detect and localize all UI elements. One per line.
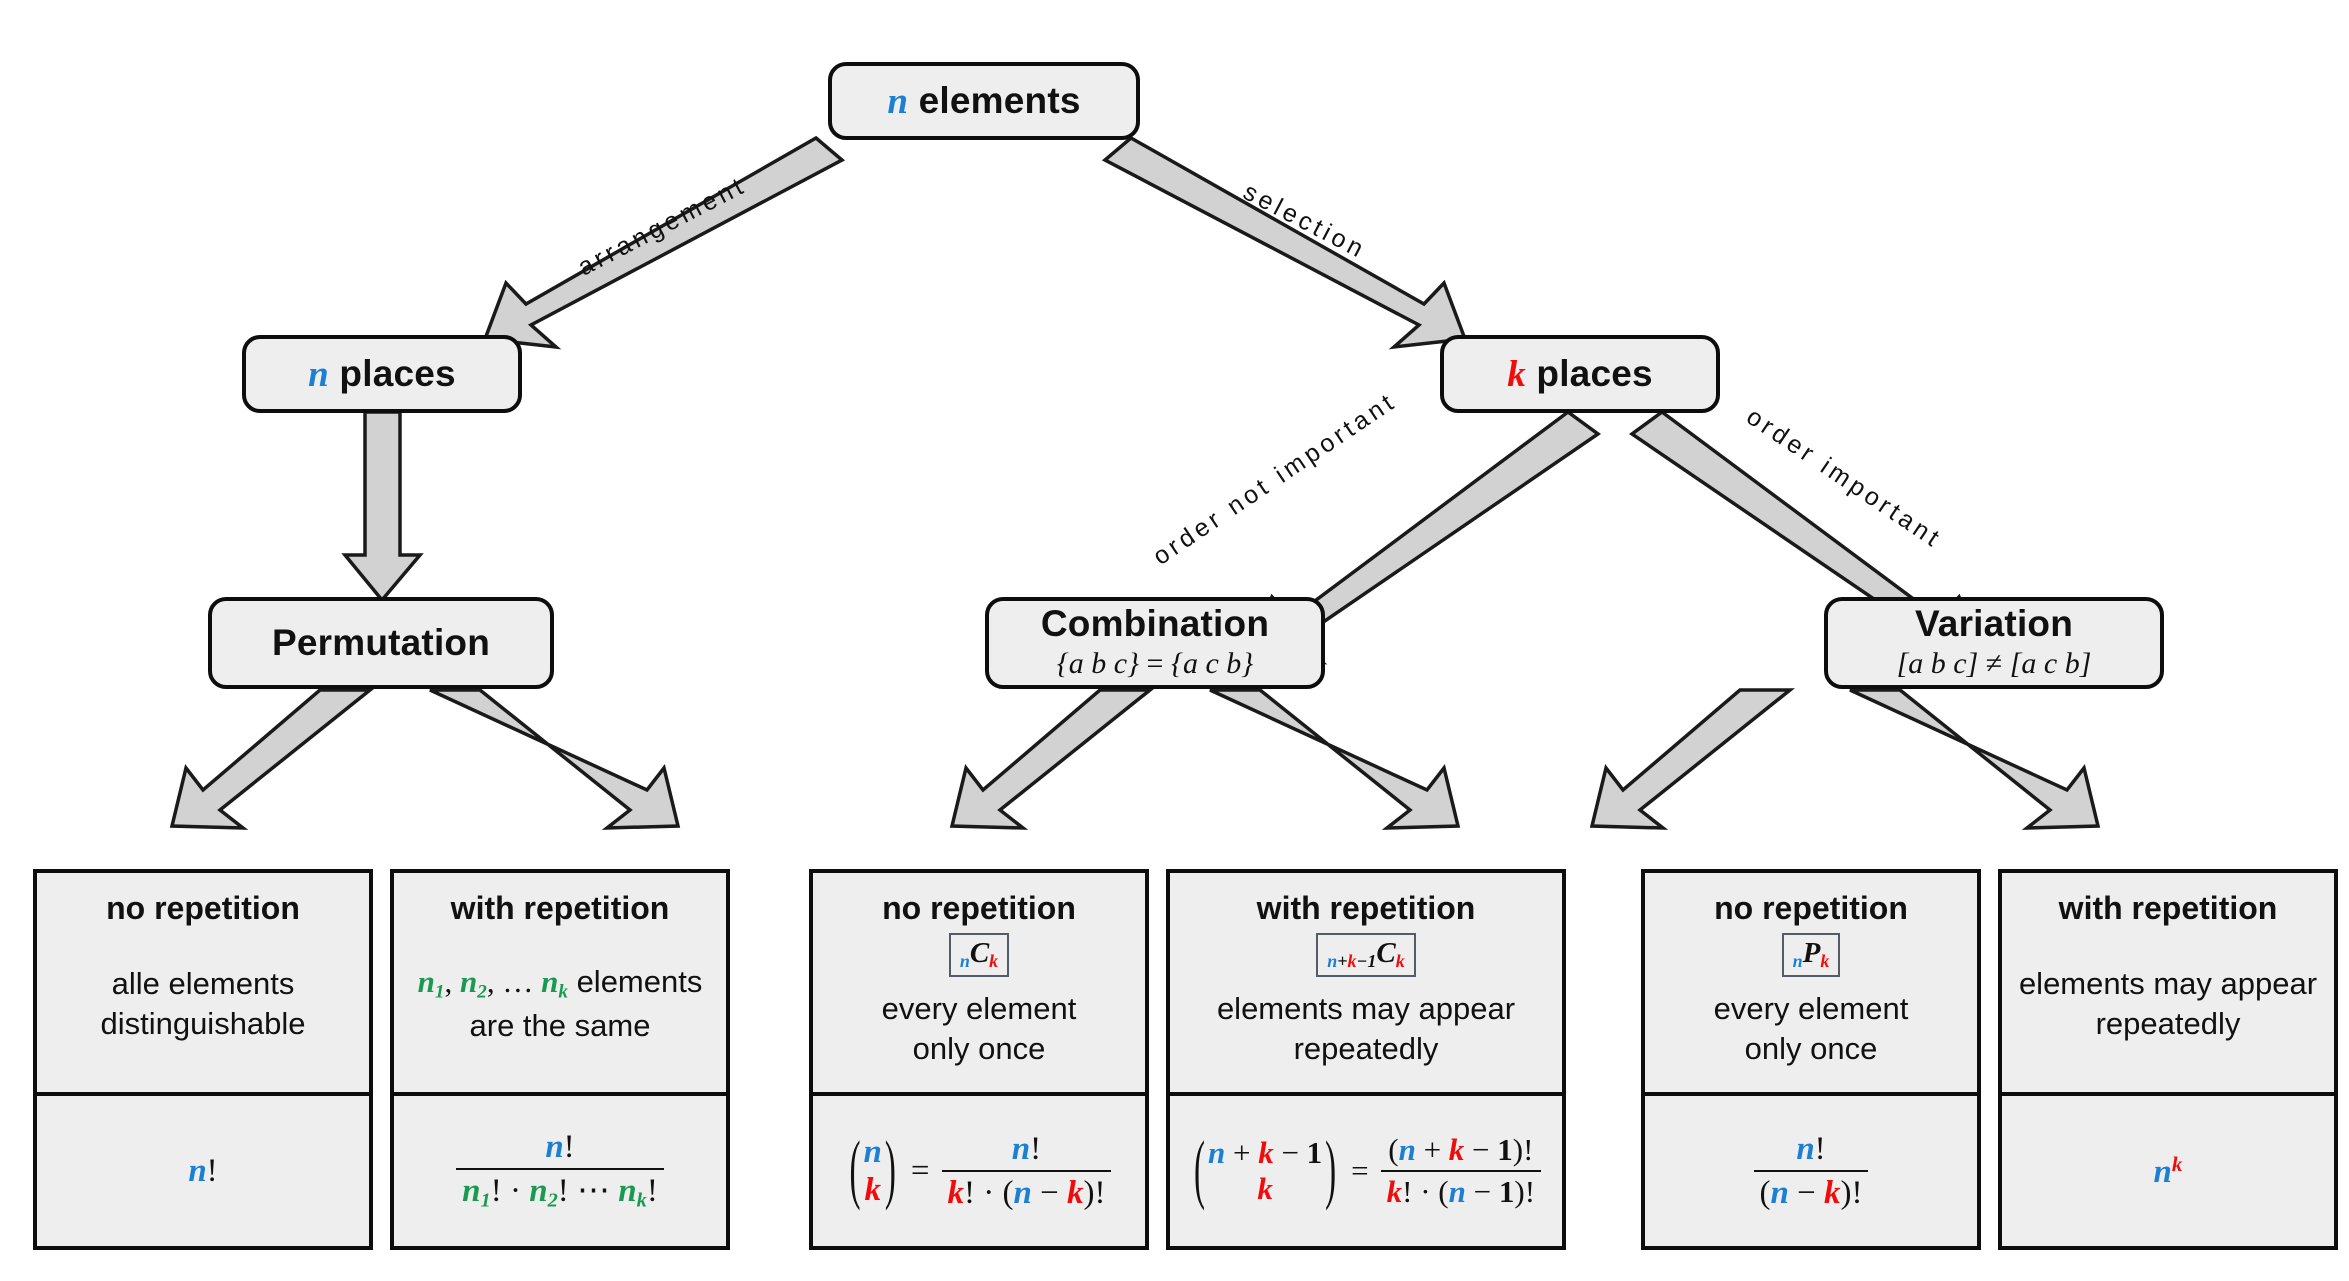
leaf-heading: with repetition: [450, 890, 670, 926]
leaf-heading: with repetition: [2058, 890, 2278, 926]
node-variation[interactable]: Variation [a b c] ≠ [a c b]: [1824, 597, 2164, 689]
leaf-formula: n!: [37, 1092, 369, 1246]
node-k-places-label: k places: [1507, 353, 1653, 396]
arrow-combination-to-no-repetition: [949, 688, 1155, 830]
leaf-heading: no repetition: [106, 890, 300, 926]
leaf-description: alle elements distinguishable: [100, 964, 305, 1045]
leaf-top: with repetition n1, n2, … nk elements ar…: [394, 873, 726, 1092]
variation-seq-right: [a c b]: [2009, 647, 2092, 681]
leaf-description-line2: repeatedly: [2095, 1006, 2241, 1042]
leaf-description-line2: are the same: [469, 1007, 651, 1043]
leaf-top: no repetition alle elements distinguisha…: [37, 873, 369, 1092]
leaf-description: elements may appear repeatedly: [1217, 989, 1515, 1070]
leaf-description-line1: elements may appear: [2018, 965, 2318, 1001]
arrow-combination-to-with-repetition: [1209, 688, 1461, 830]
arrow-permutation-to-no-repetition: [169, 688, 375, 830]
combination-set-right: {a c b}: [1170, 647, 1254, 681]
node-k-places-text: places: [1536, 352, 1653, 394]
node-n-places[interactable]: n places: [242, 335, 522, 413]
leaf-permutation-with-repetition[interactable]: with repetition n1, n2, … nk elements ar…: [390, 869, 730, 1250]
notation-badge-nCk: nCk: [948, 933, 1010, 977]
leaf-description: n1, n2, … nk elements are the same: [418, 962, 703, 1046]
leaf-description-line1: every element: [881, 991, 1077, 1027]
leaf-description-line2: repeatedly: [1293, 1031, 1439, 1067]
node-permutation[interactable]: Permutation: [208, 597, 554, 689]
leaf-heading: no repetition: [882, 890, 1076, 926]
leaf-description: every element only once: [882, 989, 1077, 1070]
leaf-permutation-no-repetition[interactable]: no repetition alle elements distinguisha…: [33, 869, 373, 1250]
combination-set-left: {a b c}: [1056, 647, 1140, 681]
notation-badge-npkm1Ck: n+k−1Ck: [1316, 933, 1416, 977]
node-n-elements-label: n elements: [887, 80, 1080, 123]
leaf-top: no repetition nPk every element only onc…: [1645, 873, 1977, 1092]
leaf-heading: no repetition: [1714, 890, 1908, 926]
variation-relation: ≠: [1985, 647, 2003, 681]
leaf-description-line1: n1, n2, … nk elements: [417, 964, 703, 1003]
var-n: n: [308, 353, 329, 395]
leaf-description-line1: alle elements: [111, 965, 295, 1001]
var-k: k: [1507, 353, 1526, 395]
leaf-variation-no-repetition[interactable]: no repetition nPk every element only onc…: [1641, 869, 1981, 1250]
leaf-description-line1: elements may appear: [1216, 991, 1516, 1027]
node-combination-title: Combination: [1040, 602, 1270, 644]
arrow-permutation-to-with-repetition: [429, 688, 681, 830]
leaf-heading: with repetition: [1256, 890, 1476, 926]
leaf-description-line2: only once: [1744, 1031, 1878, 1067]
leaf-description-line2: distinguishable: [100, 1006, 306, 1042]
leaf-top: no repetition nCk every element only onc…: [813, 873, 1145, 1092]
arrow-root-to-n-places: [482, 135, 846, 350]
node-variation-subtitle: [a b c] ≠ [a c b]: [1897, 647, 2092, 681]
leaf-top: with repetition elements may appear repe…: [2002, 873, 2334, 1092]
node-n-elements[interactable]: n elements: [828, 62, 1140, 140]
node-permutation-title: Permutation: [271, 621, 491, 663]
leaf-formula: n! n1! · n2! ⋯ nk!: [394, 1092, 726, 1246]
arrow-n-places-to-permutation: [341, 410, 424, 603]
leaf-description: every element only once: [1714, 989, 1909, 1070]
node-k-places[interactable]: k places: [1440, 335, 1720, 413]
combination-relation: =: [1146, 647, 1164, 681]
leaf-formula: n! (n − k)!: [1645, 1092, 1977, 1246]
notation-badge-nPk: nPk: [1781, 933, 1841, 977]
node-combination[interactable]: Combination {a b c} = {a c b}: [985, 597, 1325, 689]
leaf-combination-no-repetition[interactable]: no repetition nCk every element only onc…: [809, 869, 1149, 1250]
node-combination-subtitle: {a b c} = {a c b}: [1057, 647, 1254, 681]
arrow-variation-to-with-repetition: [1849, 688, 2101, 830]
leaf-description-line2: only once: [912, 1031, 1046, 1067]
leaf-description-line1: every element: [1713, 991, 1909, 1027]
leaf-top: with repetition n+k−1Ck elements may app…: [1170, 873, 1562, 1092]
var-n: n: [887, 80, 909, 122]
arrow-variation-to-no-repetition: [1589, 688, 1795, 830]
arrow-root-to-k-places: [1101, 135, 1468, 350]
node-n-places-label: n places: [308, 353, 456, 396]
leaf-combination-with-repetition[interactable]: with repetition n+k−1Ck elements may app…: [1166, 869, 1566, 1250]
node-n-elements-text: elements: [918, 79, 1081, 121]
node-variation-title: Variation: [1914, 602, 2074, 644]
leaf-variation-with-repetition[interactable]: with repetition elements may appear repe…: [1998, 869, 2338, 1250]
variation-seq-left: [a b c]: [1896, 647, 1979, 681]
leaf-formula: nk: [2002, 1092, 2334, 1246]
leaf-description: elements may appear repeatedly: [2019, 964, 2317, 1045]
node-n-places-text: places: [339, 352, 456, 394]
